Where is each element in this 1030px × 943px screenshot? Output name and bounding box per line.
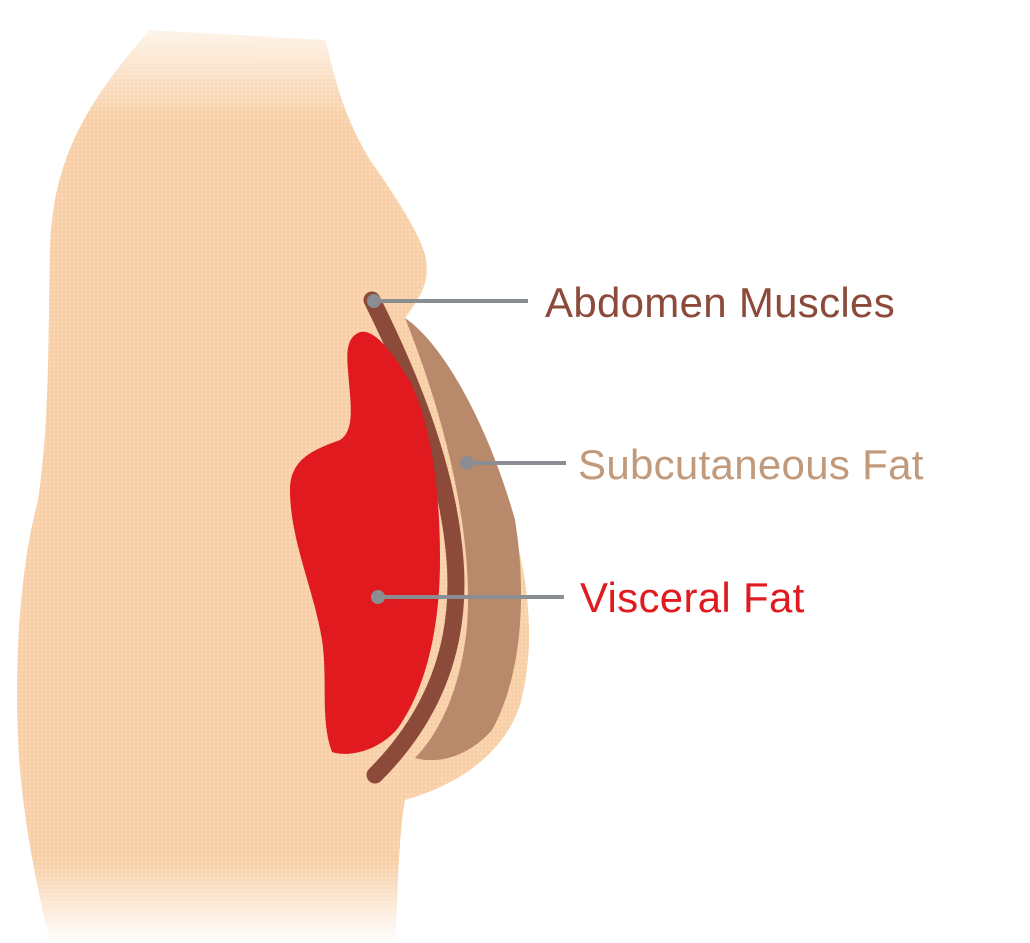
body-texture xyxy=(17,30,529,943)
visceral-fat-label: Visceral Fat xyxy=(580,574,805,622)
abdomen-muscles-label: Abdomen Muscles xyxy=(545,279,895,327)
pointer-dot-subcutaneous xyxy=(460,456,474,470)
pointer-dot-muscles xyxy=(367,294,381,308)
subcutaneous-fat-label: Subcutaneous Fat xyxy=(578,441,924,489)
top-fade xyxy=(0,0,1030,120)
pointer-dot-visceral xyxy=(371,590,385,604)
bottom-fade xyxy=(0,860,1030,943)
